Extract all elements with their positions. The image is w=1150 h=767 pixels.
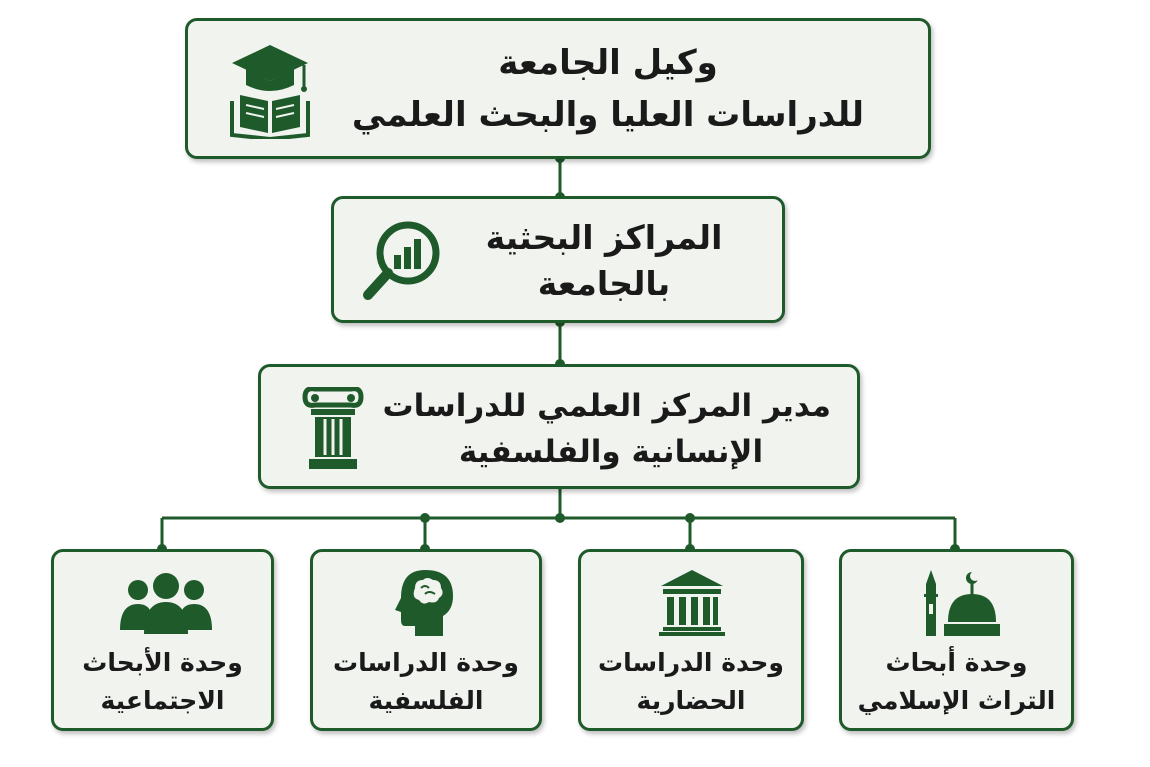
vice-president-line1: وكيل الجامعة <box>498 43 718 83</box>
unit-social-research-line1: وحدة الأبحاث <box>82 648 243 677</box>
vice-president-title: وكيل الجامعة للدراسات العليا والبحث العل… <box>338 37 878 141</box>
unit-islamic-heritage-box: وحدة أبحاث التراث الإسلامي <box>839 549 1074 731</box>
research-centers-line1: المراكز البحثية <box>485 218 723 257</box>
unit-civilizational-studies-line2: الحضارية <box>636 686 746 715</box>
column-icon <box>301 386 365 475</box>
unit-civilizational-studies-box: وحدة الدراسات الحضارية <box>578 549 804 731</box>
director-line2: الإنسانية والفلسفية <box>458 434 764 470</box>
magnifier-chart-icon <box>360 219 444 307</box>
unit-social-research-title: وحدة الأبحاث الاجتماعية <box>54 644 271 720</box>
research-centers-line2: بالجامعة <box>537 264 671 303</box>
unit-islamic-heritage-line1: وحدة أبحاث <box>885 648 1028 677</box>
vice-president-box: وكيل الجامعة للدراسات العليا والبحث العل… <box>185 18 931 159</box>
research-centers-box: المراكز البحثية بالجامعة <box>331 196 785 323</box>
unit-philosophical-studies-box: وحدة الدراسات الفلسفية <box>310 549 542 731</box>
vice-president-line2: للدراسات العليا والبحث العلمي <box>351 95 865 135</box>
director-line1: مدير المركز العلمي للدراسات <box>382 388 831 424</box>
graduation-cap-book-icon <box>228 43 312 143</box>
classical-building-icon <box>659 568 725 640</box>
unit-islamic-heritage-title: وحدة أبحاث التراث الإسلامي <box>842 644 1071 720</box>
people-group-icon <box>120 572 212 640</box>
connector-dot <box>555 513 565 523</box>
mosque-icon <box>920 570 1000 640</box>
director-title: مدير المركز العلمي للدراسات الإنسانية وا… <box>382 383 831 475</box>
unit-social-research-line2: الاجتماعية <box>100 686 225 715</box>
connector-dot <box>685 513 695 523</box>
unit-civilizational-studies-line1: وحدة الدراسات <box>598 648 784 677</box>
unit-islamic-heritage-line2: التراث الإسلامي <box>857 686 1056 715</box>
unit-philosophical-studies-line2: الفلسفية <box>368 686 484 715</box>
research-centers-title: المراكز البحثية بالجامعة <box>454 215 754 307</box>
unit-civilizational-studies-title: وحدة الدراسات الحضارية <box>581 644 801 720</box>
head-brain-icon <box>395 568 455 642</box>
unit-philosophical-studies-line1: وحدة الدراسات <box>333 648 519 677</box>
unit-philosophical-studies-title: وحدة الدراسات الفلسفية <box>313 644 539 720</box>
connector-dot <box>420 513 430 523</box>
director-box: مدير المركز العلمي للدراسات الإنسانية وا… <box>258 364 860 489</box>
unit-social-research-box: وحدة الأبحاث الاجتماعية <box>51 549 274 731</box>
